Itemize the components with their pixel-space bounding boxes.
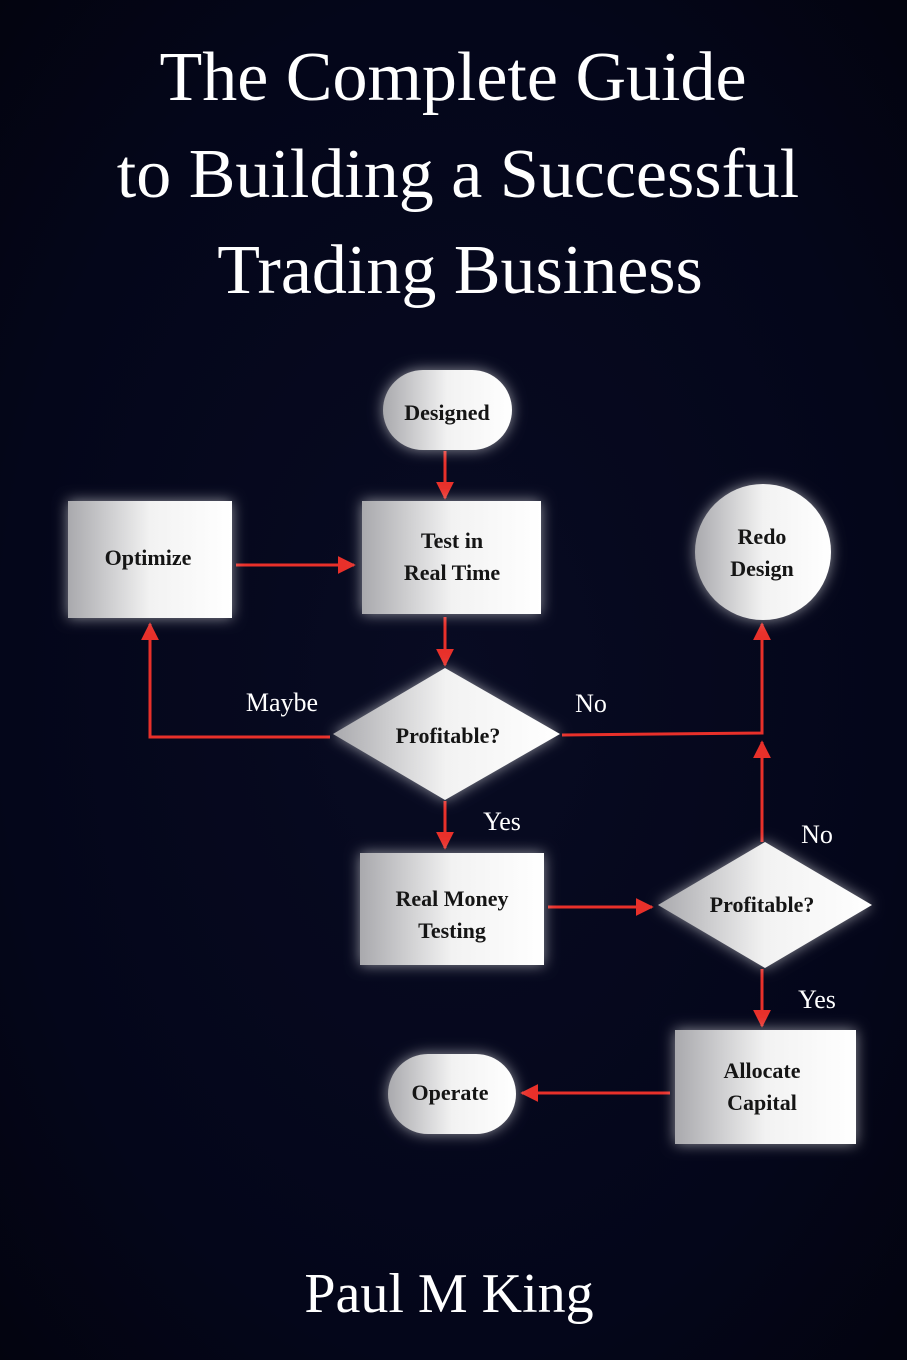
arrow-no-to-redo <box>561 622 771 737</box>
label-optimize: Optimize <box>105 545 192 570</box>
edge-label-yes-2: Yes <box>798 985 836 1014</box>
node-profitable-2 <box>658 842 872 968</box>
flow-arrows <box>141 451 771 1102</box>
label-redo-1: Redo <box>738 524 787 549</box>
label-redo-2: Design <box>730 556 794 581</box>
author-name: Paul M King <box>304 1263 593 1325</box>
node-optimize <box>68 501 232 618</box>
label-test-1: Test in <box>421 528 483 553</box>
node-allocate-capital <box>675 1030 856 1144</box>
title-line-2: to Building a Successful <box>117 136 799 213</box>
label-real-money-2: Testing <box>418 918 486 943</box>
node-real-money-testing <box>360 853 544 965</box>
label-allocate-2: Capital <box>727 1090 797 1115</box>
edge-label-maybe: Maybe <box>246 688 318 717</box>
title-line-1: The Complete Guide <box>159 39 746 116</box>
edge-label-no-2: No <box>801 820 833 849</box>
node-operate <box>388 1054 516 1134</box>
edge-label-no-1: No <box>575 689 607 718</box>
title-line-3: Trading Business <box>217 232 703 309</box>
label-operate: Operate <box>412 1080 489 1105</box>
label-test-2: Real Time <box>404 560 501 585</box>
node-designed <box>383 370 512 450</box>
node-test-real-time <box>362 501 541 614</box>
label-allocate-1: Allocate <box>724 1058 801 1083</box>
edge-label-yes-1: Yes <box>483 807 521 836</box>
node-redo-design <box>695 484 831 620</box>
arrow-maybe-to-optimize <box>141 622 330 739</box>
label-profitable-2: Profitable? <box>710 892 815 917</box>
label-profitable-1: Profitable? <box>396 723 501 748</box>
node-profitable-1 <box>333 668 560 800</box>
label-real-money-1: Real Money <box>395 886 508 911</box>
label-designed: Designed <box>404 400 490 425</box>
